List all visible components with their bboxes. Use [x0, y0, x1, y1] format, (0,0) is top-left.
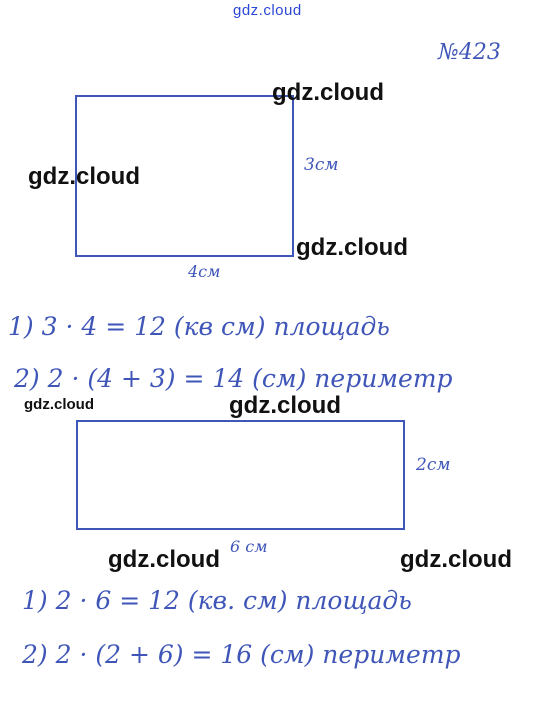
- solution1-line2: 2) 2 · (4 + 3) = 14 (см) периметр: [14, 364, 453, 393]
- watermark: gdz.cloud: [108, 546, 220, 573]
- watermark: gdz.cloud: [28, 163, 140, 190]
- rectangle-4x3: [75, 95, 294, 257]
- watermark-top: gdz.cloud: [233, 2, 302, 19]
- solution1-line1: 1) 3 · 4 = 12 (кв см) площадь: [8, 312, 390, 341]
- problem-number: №423: [438, 40, 501, 65]
- figure1-side-label-bottom: 4см: [188, 262, 221, 281]
- watermark: gdz.cloud: [296, 234, 408, 261]
- solution2-line1: 1) 2 · 6 = 12 (кв. см) площадь: [22, 586, 412, 615]
- watermark: gdz.cloud: [24, 396, 94, 413]
- watermark: gdz.cloud: [400, 546, 512, 573]
- figure1-side-label-right: 3см: [304, 155, 339, 175]
- watermark: gdz.cloud: [272, 79, 384, 106]
- watermark: gdz.cloud: [229, 392, 341, 419]
- figure2-side-label-bottom: 6 см: [230, 537, 268, 556]
- figure2-side-label-right: 2см: [416, 455, 451, 475]
- solution2-line2: 2) 2 · (2 + 6) = 16 (см) периметр: [22, 640, 461, 669]
- rectangle-6x2: [76, 420, 405, 530]
